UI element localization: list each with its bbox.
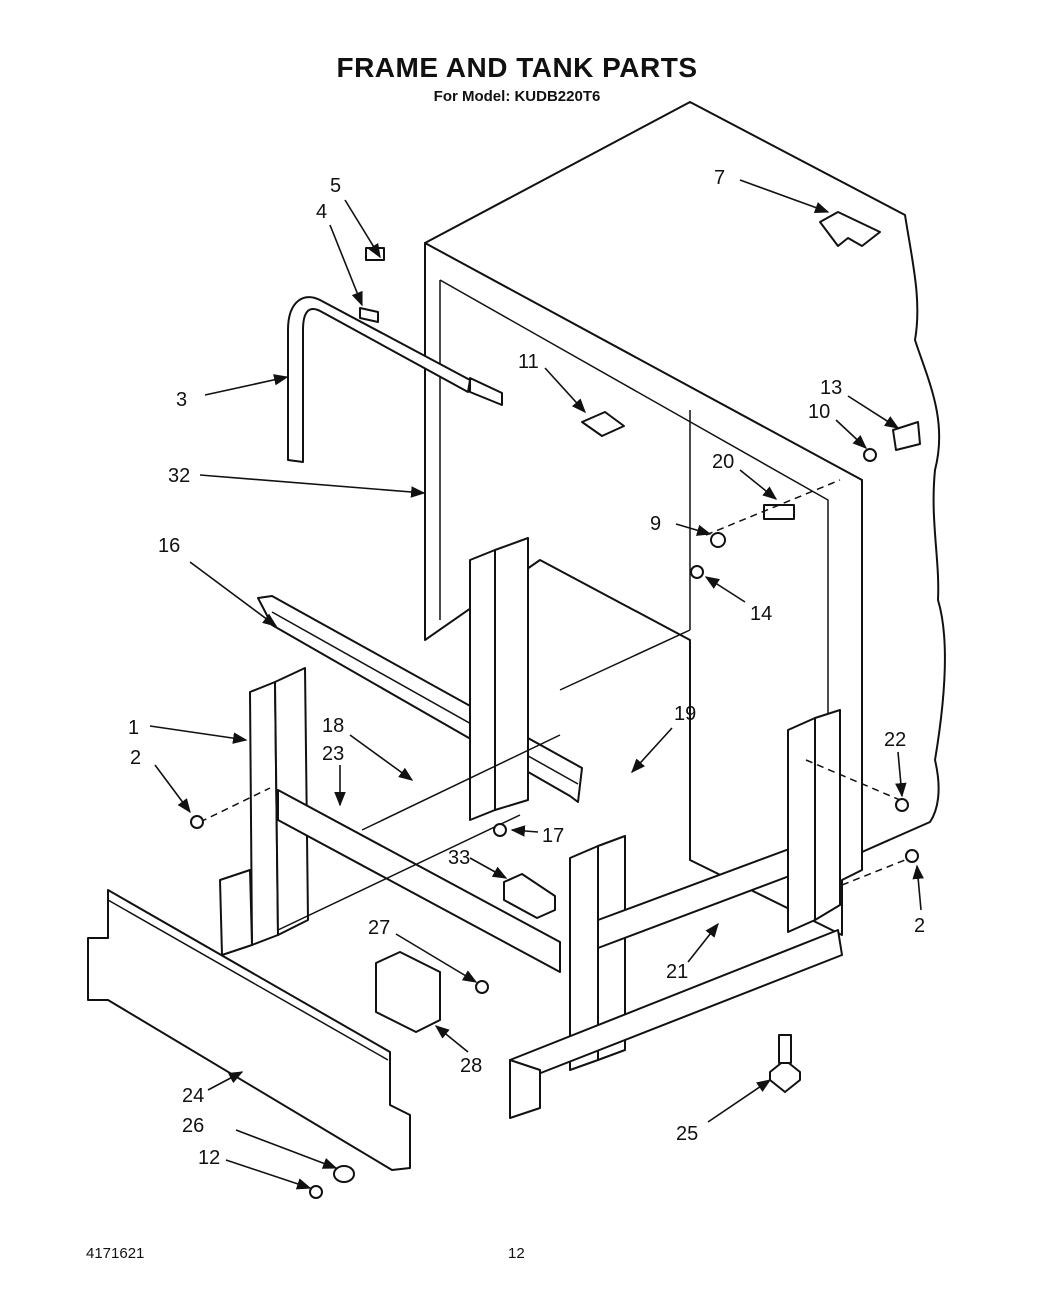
callout-2-right: 2 [914, 915, 925, 937]
screw-2-right-shape [905, 849, 919, 863]
bracket-13-shape [892, 421, 921, 451]
clip-11-shape [581, 411, 625, 437]
callout-22: 22 [884, 729, 906, 751]
screw-27-shape [475, 980, 489, 994]
part-28-shape [375, 951, 441, 1033]
callout-12: 12 [198, 1147, 220, 1169]
callout-25: 25 [676, 1123, 698, 1145]
washer-26-shape [333, 1165, 355, 1183]
bracket-7-shape [819, 211, 881, 247]
screw-2-left-shape [190, 815, 204, 829]
screw-14-shape [690, 565, 704, 579]
callout-24: 24 [182, 1085, 204, 1107]
page-number: 12 [508, 1245, 525, 1262]
clip-4-shape [359, 307, 379, 323]
callout-1: 1 [128, 717, 139, 739]
callout-18: 18 [322, 715, 344, 737]
callout-7: 7 [714, 167, 725, 189]
frame-assembly [219, 537, 843, 1119]
door-gasket-part [287, 296, 503, 463]
tank-assembly [424, 101, 946, 936]
leveling-leg-25-screw [778, 1034, 792, 1064]
bushing-20-shape [763, 504, 795, 520]
leader-arrows [149, 179, 924, 1190]
screw-17-shape [493, 823, 507, 837]
callout-28: 28 [460, 1055, 482, 1077]
callout-21: 21 [666, 961, 688, 983]
callout-33: 33 [448, 847, 470, 869]
callout-16: 16 [158, 535, 180, 557]
document-number: 4171621 [86, 1245, 145, 1262]
callout-4: 4 [316, 201, 327, 223]
washer-10-shape [863, 448, 877, 462]
screw-22-shape [895, 798, 909, 812]
callout-2-left: 2 [130, 747, 141, 769]
callout-32: 32 [168, 465, 190, 487]
callout-26: 26 [182, 1115, 204, 1137]
callout-10: 10 [808, 401, 830, 423]
callout-11: 11 [518, 351, 539, 373]
part-33-shape [503, 873, 556, 919]
model-subtitle: For Model: KUDB220T6 [433, 88, 601, 105]
page-title: FRAME AND TANK PARTS [336, 52, 698, 83]
callout-27: 27 [368, 917, 390, 939]
callout-19: 19 [674, 703, 696, 725]
callout-20: 20 [712, 451, 734, 473]
leveling-leg-25-shape [769, 1059, 801, 1093]
callout-23: 23 [322, 743, 344, 765]
callout-13: 13 [820, 377, 842, 399]
toe-kick-panel-24 [87, 889, 411, 1171]
screw-12-shape [309, 1185, 323, 1199]
callout-17: 17 [542, 825, 564, 847]
callout-9: 9 [650, 513, 661, 535]
callout-14: 14 [750, 603, 772, 625]
callout-5: 5 [330, 175, 341, 197]
screw-9-shape [710, 532, 726, 548]
callout-3: 3 [176, 389, 187, 411]
